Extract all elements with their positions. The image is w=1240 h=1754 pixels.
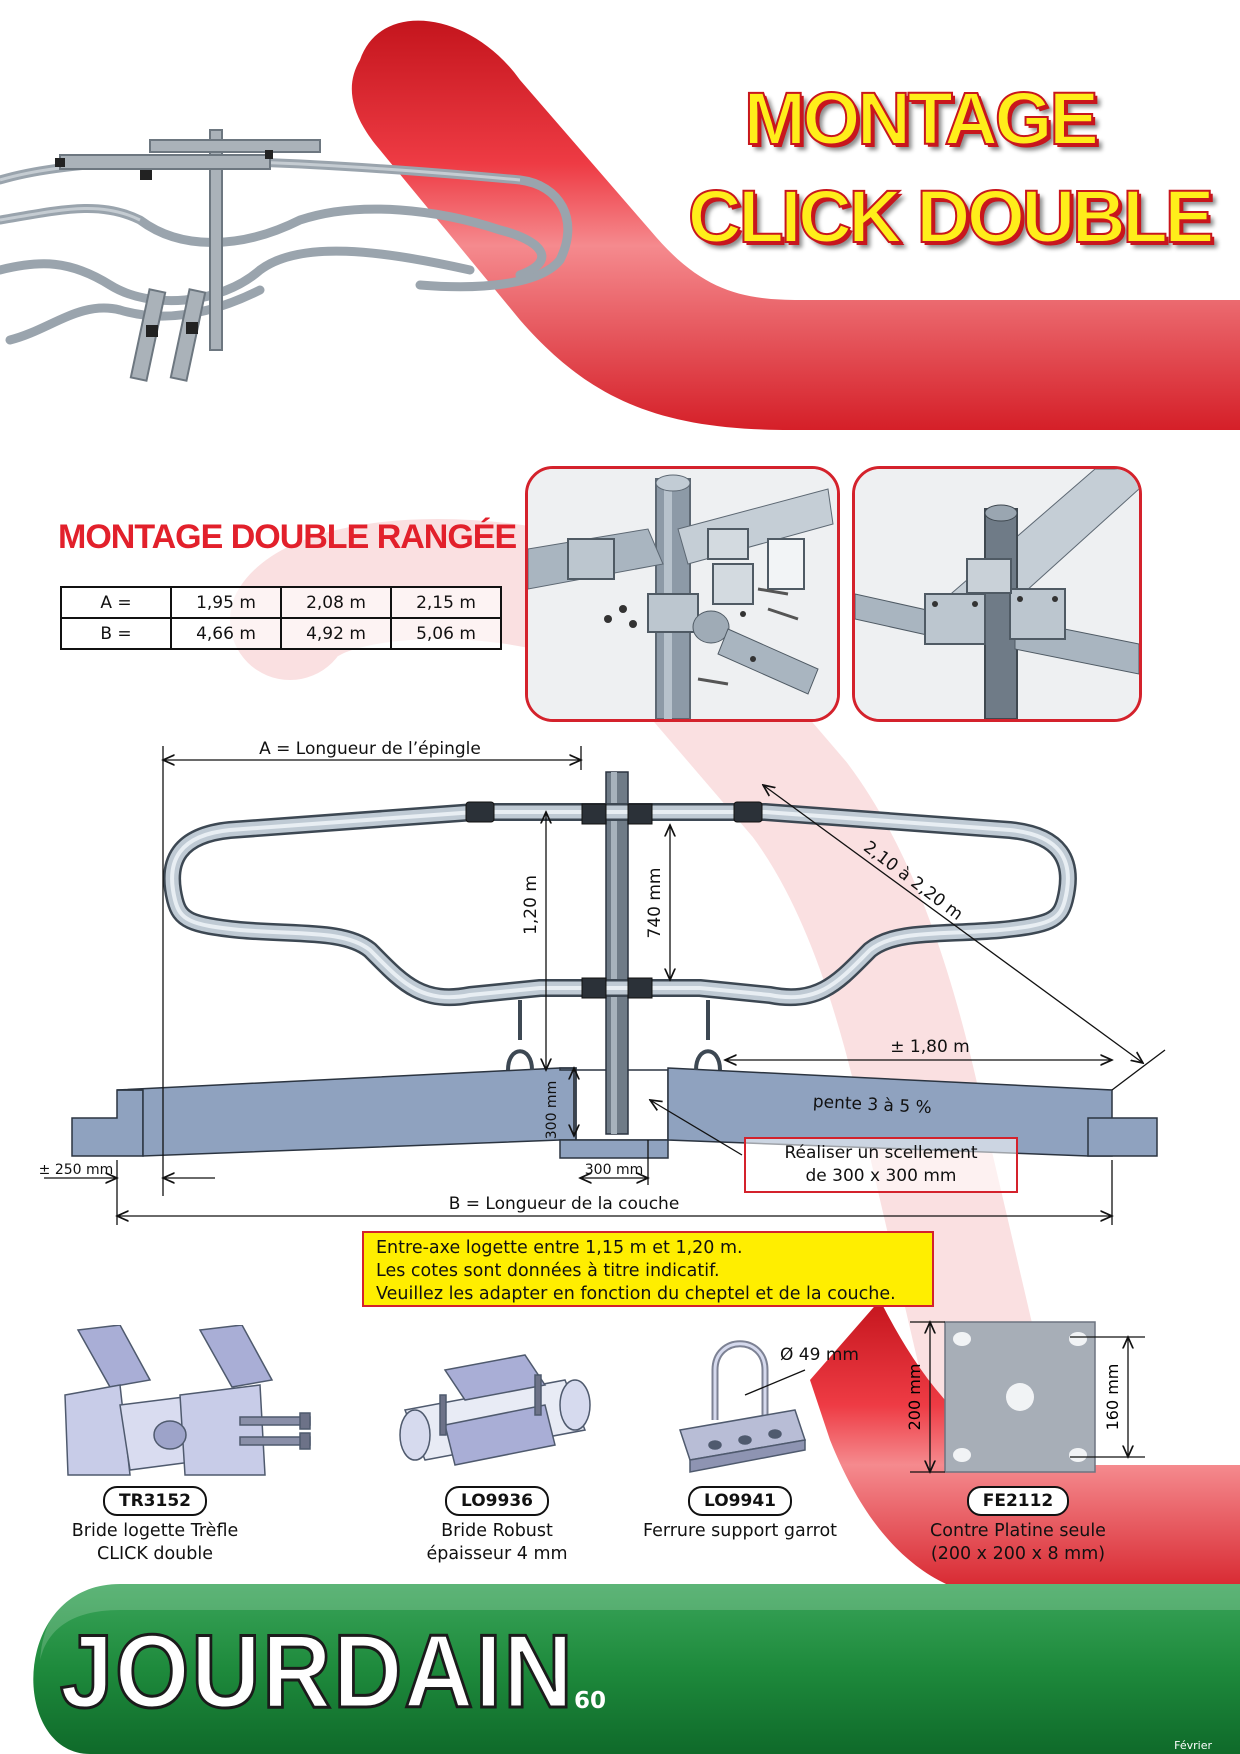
page-title-line2: CLICK DOUBLE [687,175,1215,258]
label-180: ± 1,80 m [890,1037,969,1057]
product-image-fe2112: 200 mm 160 mm [905,1312,1145,1482]
table-cell: 1,95 m [170,586,282,619]
dimension-lines [44,746,1166,1225]
label-plate-outer: 200 mm [905,1364,924,1431]
label-diagonal: 2,10 à 2,20 m [860,837,967,925]
table-cell: 4,66 m [170,617,282,650]
label-b: B = Longueur de la couche [449,1194,680,1214]
brand-logo: JOURDAIN [59,1614,575,1730]
table-row: A = 1,95 m 2,08 m 2,15 m [60,586,502,619]
page-title-line1: MONTAGE [743,77,1100,160]
product-lo9936: LO9936 Bride Robust épaisseur 4 mm [367,1486,627,1566]
footer-month: Février [1174,1739,1212,1752]
feeding-rack-render [0,129,573,382]
clamp-group [465,801,763,999]
product-tr3152: TR3152 Bride logette Trèfle CLICK double [25,1486,285,1566]
clamp-assembled-illustration [855,469,1139,719]
product-image-lo9941 [679,1340,806,1473]
product-desc-line1: Ferrure support garrot [642,1521,838,1541]
product-desc-line2: épaisseur 4 mm [426,1544,568,1564]
product-lo9941: LO9941 Ferrure support garrot [610,1486,870,1543]
product-image-tr3152 [64,1325,311,1476]
bed-profile [71,1067,1158,1159]
product-desc-line1: Contre Platine seule [930,1521,1106,1541]
product-desc-line2: (200 x 200 x 8 mm) [930,1544,1106,1564]
photo-clamp-assembled [852,466,1142,722]
label-height-120: 1,20 m [521,875,541,935]
table-cell: 5,06 m [390,617,502,650]
installation-diagram: A = Longueur de l’épingle 1,20 m 740 mm … [39,739,1166,1225]
photo-clamp-exploded [525,466,840,722]
label-width-300: 300 mm [585,1162,643,1178]
label-plate-inner: 160 mm [1103,1364,1122,1431]
product-code: LO9936 [445,1486,549,1516]
product-image-lo9936 [399,1354,591,1466]
table-cell: 4,92 m [280,617,392,650]
neck-hooks [506,1000,722,1071]
label-a: A = Longueur de l’épingle [259,739,481,759]
table-cell: 2,08 m [280,586,392,619]
info-note: Entre-axe logette entre 1,15 m et 1,20 m… [362,1231,934,1307]
row-label: B = [60,617,172,650]
dimensions-table: A = 1,95 m 2,08 m 2,15 m B = 4,66 m 4,92… [60,586,502,650]
table-cell: 2,15 m [390,586,502,619]
section-title: MONTAGE DOUBLE RANGÉE [58,518,517,556]
note-line3: Veuillez les adapter en fonction du chep… [376,1284,896,1304]
sealing-callout: Réaliser un scellement de 300 x 300 mm [744,1137,1018,1193]
label-depth-300: 300 mm [544,1081,560,1139]
page-number: 60 [573,1688,606,1714]
post-highlight [611,772,617,1134]
note-line1: Entre-axe logette entre 1,15 m et 1,20 m… [376,1238,743,1258]
table-row: B = 4,66 m 4,92 m 5,06 m [60,617,502,650]
row-label: A = [60,586,172,619]
label-diameter: Ø 49 mm [780,1345,859,1365]
clamp-exploded-illustration [528,469,837,719]
product-desc-line2: CLICK double [96,1544,214,1564]
product-desc-line1: Bride Robust [441,1521,553,1541]
note-line2: Les cotes sont données à titre indicatif… [376,1261,720,1281]
product-code: TR3152 [102,1486,207,1516]
product-code: LO9941 [688,1486,792,1516]
product-code: FE2112 [966,1486,1070,1516]
label-height-740: 740 mm [645,868,665,939]
sealing-line1: Réaliser un scellement [784,1143,978,1163]
product-desc-line1: Bride logette Trèfle [71,1521,239,1541]
sealing-line2: de 300 x 300 mm [805,1166,957,1186]
product-fe2112: FE2112 Contre Platine seule (200 x 200 x… [888,1486,1148,1566]
label-offset-250: ± 250 mm [39,1162,114,1178]
